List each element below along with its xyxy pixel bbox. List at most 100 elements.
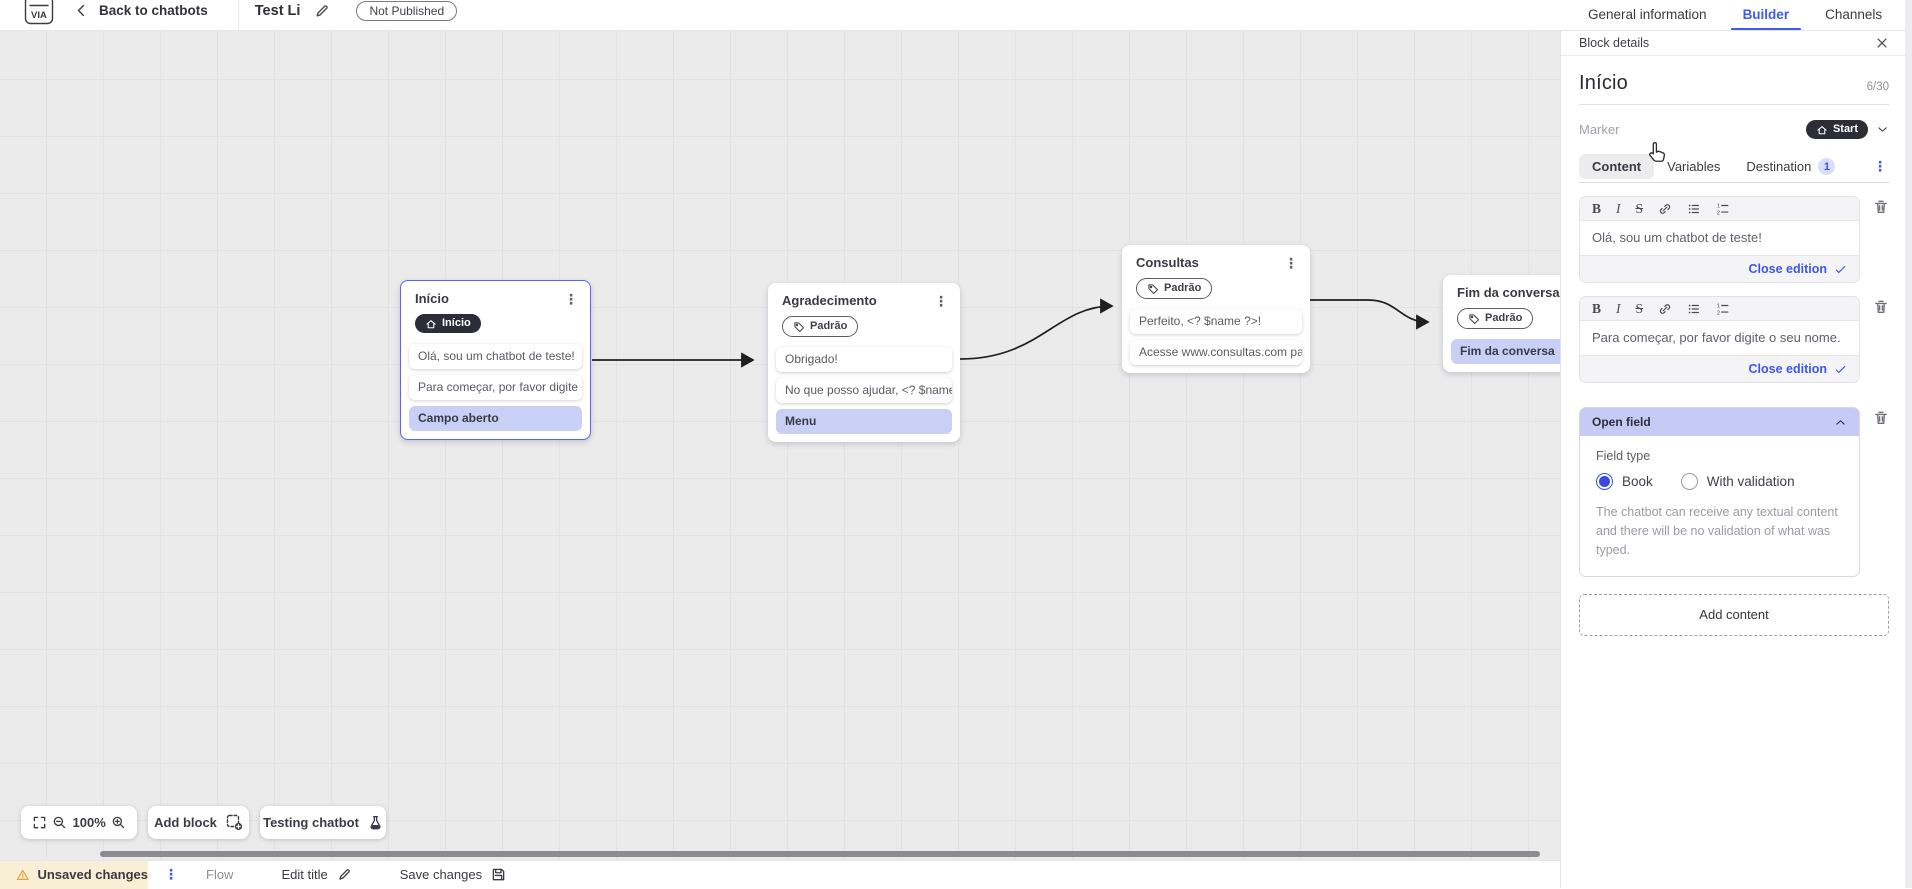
back-to-chatbots-button[interactable]: Back to chatbots — [74, 3, 208, 18]
tag-icon — [1148, 283, 1159, 294]
close-edition-button[interactable]: Close edition — [1580, 255, 1859, 283]
node-content-row[interactable]: Olá, sou um chatbot de teste! — [409, 343, 582, 369]
node-kebab-menu-icon[interactable]: ⋮ — [564, 290, 578, 307]
close-icon[interactable] — [1875, 36, 1889, 50]
tag-icon — [1469, 313, 1480, 324]
block-details-panel: Block details Início 6/30 Marker Start — [1560, 31, 1905, 888]
edit-title-button[interactable]: Edit title — [281, 867, 351, 882]
marker-label: Marker — [1579, 122, 1620, 138]
marker-select[interactable]: Start — [1805, 120, 1889, 140]
bullet-list-icon[interactable] — [1687, 302, 1701, 316]
status-badge: Not Published — [356, 0, 458, 21]
trash-icon[interactable] — [1873, 410, 1889, 426]
warning-icon — [16, 869, 29, 880]
bullet-list-icon[interactable] — [1687, 202, 1701, 216]
trash-icon[interactable] — [1873, 299, 1889, 315]
tab-variables[interactable]: Variables — [1667, 159, 1721, 175]
edit-title-pencil-icon[interactable] — [314, 3, 330, 19]
zoom-in-icon[interactable] — [111, 815, 126, 830]
block-name: Início — [1579, 72, 1629, 94]
zoom-out-icon[interactable] — [52, 815, 67, 830]
tab-general-information[interactable]: General information — [1588, 6, 1707, 22]
tag-icon — [794, 321, 805, 332]
flask-icon — [370, 816, 381, 830]
bold-icon[interactable]: B — [1592, 200, 1602, 216]
save-changes-button[interactable]: Save changes — [400, 867, 506, 882]
link-icon[interactable] — [1658, 202, 1672, 216]
italic-icon[interactable]: I — [1616, 301, 1621, 317]
char-counter: 6/30 — [1866, 81, 1889, 93]
tab-builder[interactable]: Builder — [1730, 0, 1801, 30]
chevron-down-icon — [1878, 127, 1887, 132]
add-content-button[interactable]: Add content — [1579, 593, 1889, 636]
radio-unselected-icon — [1680, 473, 1698, 491]
panel-tabs: Content Variables Destination 1 ⋮ — [1579, 151, 1889, 184]
message-text[interactable]: Olá, sou um chatbot de teste! — [1580, 221, 1859, 256]
strikethrough-icon[interactable]: S — [1635, 301, 1644, 317]
destination-count-badge: 1 — [1818, 158, 1836, 176]
node-content-row-open-field[interactable]: Campo aberto — [409, 405, 582, 431]
link-icon[interactable] — [1658, 302, 1672, 316]
block-name-field[interactable]: Início 6/30 — [1579, 72, 1889, 105]
tab-content[interactable]: Content — [1579, 154, 1655, 180]
add-block-icon — [226, 814, 243, 831]
zoom-toolbar: 100% — [21, 806, 137, 839]
numbered-list-icon[interactable]: 12 — [1716, 202, 1730, 216]
check-icon — [1835, 365, 1846, 373]
fullscreen-icon[interactable] — [32, 815, 47, 830]
flow-node-inicio[interactable]: Início ⋮ Início Olá, sou um chatbot de t… — [400, 280, 591, 440]
testing-chatbot-button[interactable]: Testing chatbot — [260, 806, 386, 839]
node-content-row-menu[interactable]: Menu — [776, 408, 952, 434]
pencil-icon — [339, 869, 350, 880]
flow-canvas[interactable] — [0, 31, 1560, 860]
node-content-row[interactable]: No que posso ajudar, <? $name ... — [776, 377, 952, 403]
canvas-horizontal-scrollbar[interactable] — [100, 851, 1540, 857]
node-content-row[interactable]: Para começar, por favor digite o ... — [409, 374, 582, 400]
topbar-divider — [237, 0, 239, 30]
numbered-list-icon[interactable]: 12 — [1716, 302, 1730, 316]
chevron-up-icon — [1836, 420, 1845, 425]
start-badge: Início — [415, 314, 481, 334]
node-kebab-menu-icon[interactable]: ⋮ — [934, 292, 948, 309]
add-block-button[interactable]: Add block — [148, 806, 249, 839]
open-field-section: Open field Field type Book Wi — [1579, 407, 1860, 577]
padrao-badge: Padrão — [1457, 308, 1534, 330]
radio-with-validation[interactable]: With validation — [1680, 473, 1795, 491]
window-edge-strip — [1905, 0, 1912, 888]
bold-icon[interactable]: B — [1592, 301, 1602, 317]
svg-text:2: 2 — [1717, 210, 1720, 216]
radio-selected-icon — [1596, 473, 1613, 491]
close-edition-button[interactable]: Close edition — [1580, 355, 1859, 383]
padrao-badge: Padrão — [1136, 278, 1213, 300]
svg-text:1: 1 — [1717, 303, 1720, 309]
node-title: Fim da conversa — [1457, 285, 1560, 300]
home-icon — [426, 319, 436, 328]
open-field-header[interactable]: Open field — [1580, 408, 1859, 437]
italic-icon[interactable]: I — [1616, 200, 1621, 216]
node-content-row[interactable]: Perfeito, <? $name ?>! — [1130, 308, 1302, 334]
flow-label: Flow — [206, 867, 234, 882]
strikethrough-icon[interactable]: S — [1635, 200, 1644, 216]
radio-book[interactable]: Book — [1596, 473, 1653, 491]
save-icon — [492, 868, 505, 881]
svg-text:VIA: VIA — [31, 10, 47, 21]
chatbot-title: Test Li — [254, 2, 301, 19]
message-text[interactable]: Para começar, por favor digite o seu nom… — [1580, 321, 1859, 356]
flow-node-agradecimento[interactable]: Agradecimento ⋮ Padrão Obrigado! No que … — [768, 283, 960, 442]
topbar: VIA Back to chatbots Test Li Not Publish… — [0, 0, 1912, 31]
node-content-row[interactable]: Obrigado! — [776, 346, 952, 372]
bottombar-more-menu-icon[interactable]: ⋮ — [164, 866, 178, 882]
zoom-level: 100% — [72, 815, 106, 830]
trash-icon[interactable] — [1873, 199, 1889, 215]
node-kebab-menu-icon[interactable]: ⋮ — [1284, 254, 1298, 271]
node-content-row[interactable]: Acesse www.consultas.com par... — [1130, 339, 1302, 365]
flow-node-consultas[interactable]: Consultas ⋮ Padrão Perfeito, <? $name ?>… — [1122, 245, 1310, 373]
panel-more-menu-icon[interactable]: ⋮ — [1873, 158, 1887, 175]
tab-channels[interactable]: Channels — [1825, 6, 1883, 22]
tab-destination[interactable]: Destination 1 — [1733, 153, 1848, 180]
svg-text:1: 1 — [1717, 203, 1720, 209]
